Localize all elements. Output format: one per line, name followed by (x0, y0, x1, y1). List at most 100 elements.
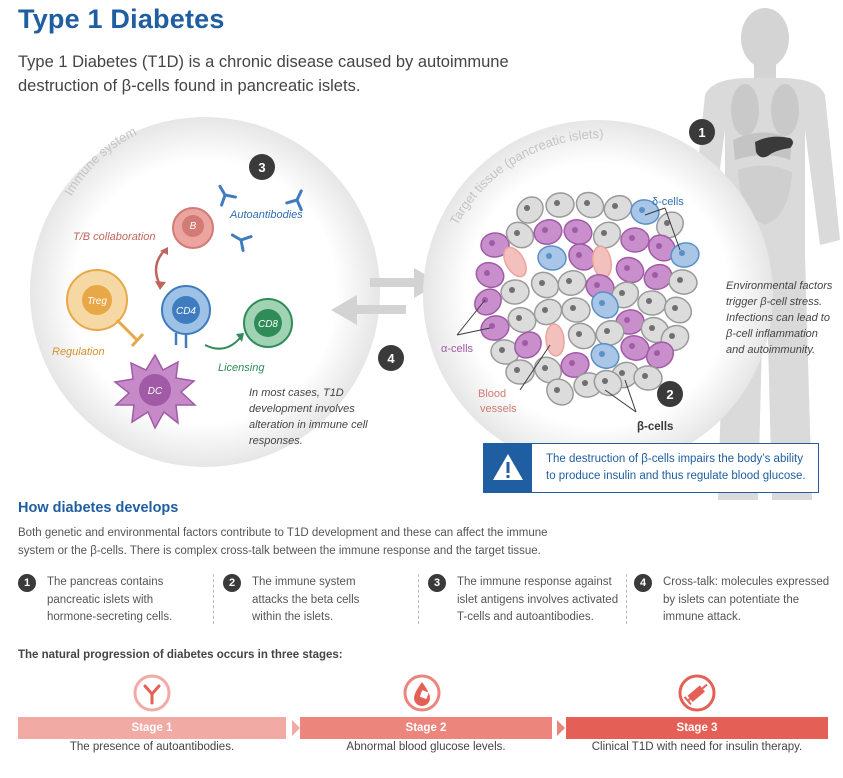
cell-nucleus (542, 227, 548, 233)
stage-arrow (292, 720, 300, 736)
beta-cell (530, 271, 560, 299)
alpha-cell (615, 256, 645, 284)
cell-nucleus (602, 378, 608, 384)
delta-cell (591, 291, 619, 319)
cell-nucleus (672, 305, 678, 311)
cd8-label: CD8 (258, 319, 278, 330)
cell-nucleus (612, 203, 618, 209)
cd4-label: CD4 (176, 306, 196, 317)
cell-nucleus (646, 298, 652, 304)
cell-nucleus (542, 307, 548, 313)
step-3-number: 3 (428, 574, 446, 592)
alpha-cell (563, 219, 593, 245)
beta-cell (533, 298, 563, 326)
cell-nucleus (664, 220, 670, 226)
cell-nucleus (619, 290, 625, 296)
step-1-text: The pancreas contains pancreatic islets … (47, 576, 173, 623)
step-1-number: 1 (18, 574, 36, 592)
alpha-cell (480, 315, 510, 341)
autoantibodies-label: Autoantibodies (229, 209, 303, 221)
warning-callout: The destruction of β-cells impairs the b… (483, 443, 819, 493)
immune-number-badge (249, 154, 275, 180)
cell-nucleus (554, 200, 560, 206)
cell-nucleus (624, 317, 630, 323)
cell-nucleus (514, 230, 520, 236)
human-body-silhouette (690, 8, 840, 500)
step-divider (626, 574, 627, 624)
alpha-cell (533, 219, 563, 245)
cell-nucleus (624, 265, 630, 271)
beta-cell (507, 306, 537, 334)
step-4-number: 4 (634, 574, 652, 592)
diagram-canvas: 1 Immune system 3 Autoantibodies B T/B c… (30, 8, 840, 500)
cell-nucleus (629, 235, 635, 241)
beta-cell (633, 365, 663, 391)
alpha-cell (620, 227, 650, 253)
body-number-badge (689, 119, 715, 145)
cell-nucleus (656, 243, 662, 249)
stage-2-desc: Abnormal blood glucose levels. (346, 741, 506, 753)
alpha-cell (643, 263, 673, 291)
b-cell-label: B (190, 221, 197, 232)
crosstalk-number-badge (378, 345, 404, 371)
tissue-number-badge (657, 381, 683, 407)
cell-nucleus (572, 227, 578, 233)
alpha-cell (645, 341, 675, 369)
cell-nucleus (654, 350, 660, 356)
beta-cell (505, 221, 535, 249)
tb-collaboration-label: T/B collaboration (73, 231, 156, 243)
beta-cell (593, 369, 623, 397)
cell-nucleus (522, 340, 528, 346)
step-4-text: Cross-talk: molecules expressed by islet… (663, 576, 830, 623)
step-divider (213, 574, 214, 624)
beta-cell (663, 296, 693, 324)
body-number: 1 (698, 125, 705, 140)
beta-cell (668, 269, 698, 295)
step-2-number: 2 (223, 574, 241, 592)
delta-cell (670, 242, 700, 268)
cell-nucleus (554, 387, 560, 393)
beta-cell (567, 322, 597, 350)
cell-nucleus (639, 207, 645, 213)
cell-nucleus (642, 373, 648, 379)
blood-vessel (545, 323, 565, 357)
beta-cell (505, 359, 535, 385)
blood-vessel (503, 246, 527, 278)
immune-number: 3 (258, 160, 265, 175)
immune-system-circle (30, 117, 380, 467)
cell-nucleus (599, 351, 605, 357)
cell-nucleus (679, 250, 685, 256)
warning-text: The destruction of β-cells impairs the b… (546, 453, 806, 482)
cell-nucleus (619, 370, 625, 376)
cell-nucleus (576, 252, 582, 258)
pancreas-icon (755, 136, 793, 158)
page-subtitle: Type 1 Diabetes (T1D) is a chronic disea… (18, 53, 509, 95)
step-3-text: The immune response against islet antige… (457, 576, 619, 623)
delta-cell (630, 199, 660, 225)
delta-cells-label: δ-cells (652, 196, 684, 208)
stage-1-bar: Stage 1 (18, 717, 286, 739)
cell-nucleus (601, 230, 607, 236)
beta-cell (500, 279, 530, 305)
cell-nucleus (524, 205, 530, 211)
step-2-text: The immune system attacks the beta cells… (252, 576, 360, 623)
cell-nucleus (516, 315, 522, 321)
cell-nucleus (509, 287, 515, 293)
immune-note: In most cases, T1D development involves … (249, 387, 368, 447)
blood-drop-icon (402, 673, 442, 713)
cell-nucleus (652, 272, 658, 278)
cell-nucleus (566, 278, 572, 284)
syringe-icon (677, 673, 717, 713)
dc-label: DC (148, 386, 163, 397)
antibody-icon (218, 184, 303, 252)
cell-nucleus (576, 331, 582, 337)
alpha-cell (514, 331, 542, 359)
cell-nucleus (582, 380, 588, 386)
beta-cell (637, 290, 667, 316)
cell-nucleus (489, 323, 495, 329)
beta-cell (546, 378, 574, 406)
antibody-icon (132, 673, 172, 713)
stage-1-desc: The presence of autoantibodies. (69, 741, 235, 753)
cell-nucleus (677, 277, 683, 283)
cell-nucleus (594, 282, 600, 288)
